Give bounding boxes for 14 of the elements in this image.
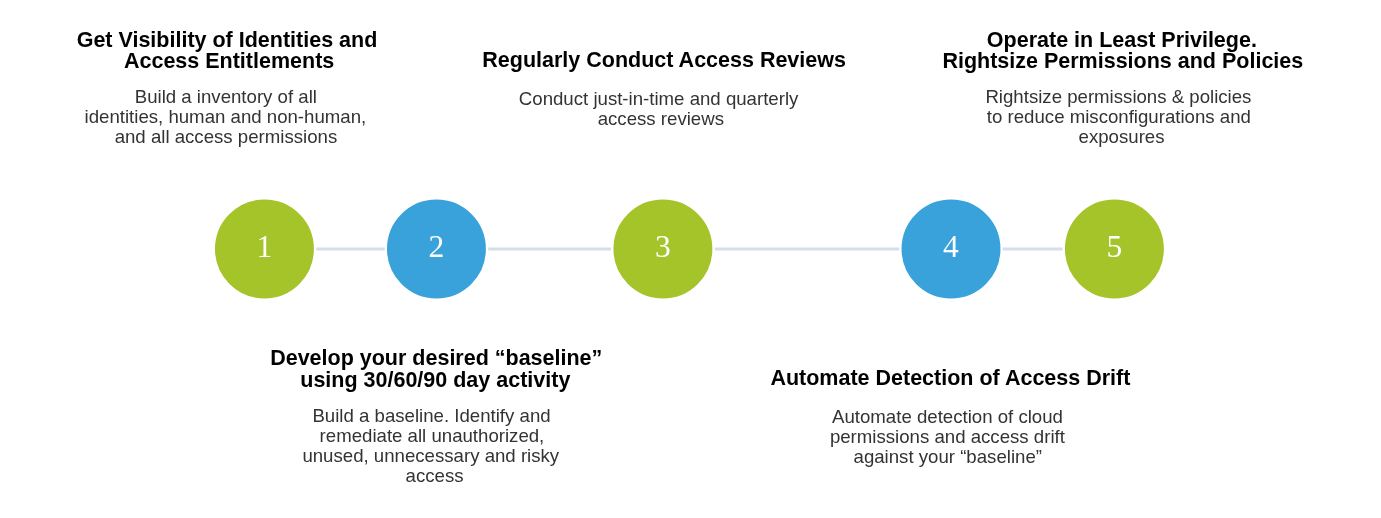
node-label: Build a inventory of all identities, human and non-human, and all access permissions — [84, 86, 367, 148]
node-label: Operate in Least Privilege. Rightsize Permissions and Policies — [942, 27, 1304, 74]
connector — [714, 247, 900, 251]
connector — [316, 247, 385, 251]
node-label: Rightsize permissions & policies to reduce misconfigurations and exposures — [985, 86, 1252, 148]
node-label: Automate detection of cloud permissions and access drift against your “baseline” — [829, 405, 1065, 468]
node-label: Develop your desired “baseline” using 30/60/90 day activity — [270, 346, 603, 392]
connector — [488, 247, 612, 251]
node-label: Regularly Conduct Access Reviews — [482, 47, 846, 72]
node-label: Build a baseline. Identify and remediate all unauthorized, unused, unnecessary and risky access — [302, 404, 560, 486]
node-label: Get Visibility of Identities and Access Entitlements — [76, 27, 378, 74]
connector — [1002, 247, 1063, 251]
node-label: Automate Detection of Access Drift — [770, 366, 1131, 391]
node-label: Conduct just-in-time and quarterly access reviews — [518, 87, 799, 129]
